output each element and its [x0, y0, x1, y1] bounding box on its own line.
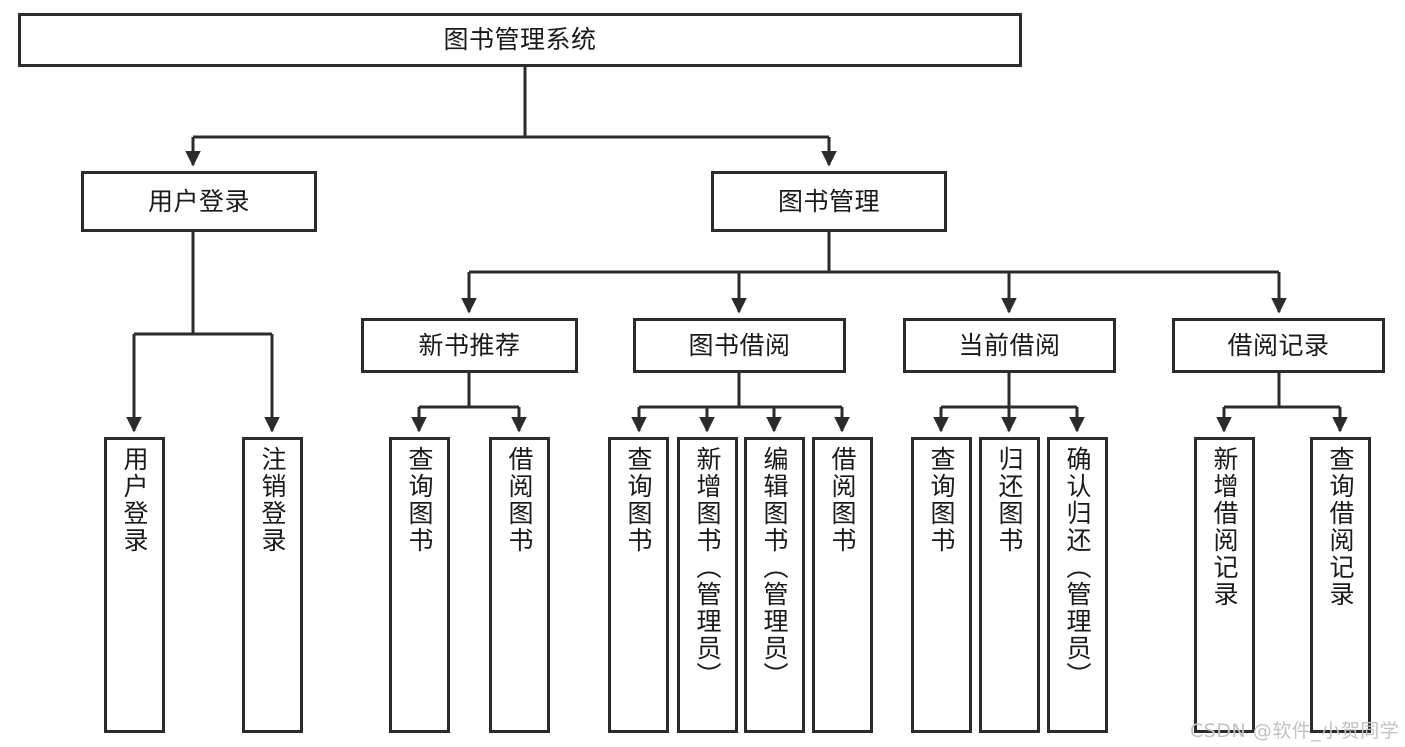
node-current-borrow[interactable]: 当前借阅	[903, 318, 1116, 373]
node-root-label: 图书管理系统	[443, 25, 597, 55]
leaf-edit-book-label: 编辑图书（管理员）	[760, 446, 789, 689]
leaf-logout[interactable]: 注销登录	[242, 437, 303, 733]
node-current-borrow-label: 当前借阅	[958, 330, 1061, 360]
leaf-borrow-book-2[interactable]: 借阅图书	[812, 437, 873, 733]
leaf-user-login-label: 用户登录	[120, 446, 149, 554]
leaf-borrow-book-1[interactable]: 借阅图书	[489, 437, 550, 733]
leaf-query-book-2[interactable]: 查询图书	[608, 437, 669, 733]
leaf-query-record-label: 查询借阅记录	[1326, 446, 1355, 608]
node-book-manage-label: 图书管理	[777, 186, 880, 216]
node-root[interactable]: 图书管理系统	[18, 13, 1022, 67]
node-book-borrow[interactable]: 图书借阅	[633, 318, 846, 373]
leaf-borrow-book-1-label: 借阅图书	[505, 446, 534, 554]
node-borrow-record[interactable]: 借阅记录	[1172, 318, 1385, 373]
leaf-add-book-label: 新增图书（管理员）	[693, 446, 722, 689]
leaf-add-record-label: 新增借阅记录	[1210, 446, 1239, 608]
leaf-query-book-3[interactable]: 查询图书	[911, 437, 972, 733]
node-new-book-rec-label: 新书推荐	[418, 330, 521, 360]
leaf-add-record[interactable]: 新增借阅记录	[1194, 437, 1255, 733]
node-borrow-record-label: 借阅记录	[1227, 330, 1330, 360]
leaf-edit-book[interactable]: 编辑图书（管理员）	[744, 437, 805, 733]
leaf-logout-label: 注销登录	[258, 446, 287, 554]
leaf-query-book-1-label: 查询图书	[405, 446, 434, 554]
leaf-return-book-label: 归还图书	[995, 446, 1024, 554]
leaf-query-book-1[interactable]: 查询图书	[389, 437, 450, 733]
leaf-query-record[interactable]: 查询借阅记录	[1310, 437, 1371, 733]
node-book-borrow-label: 图书借阅	[688, 330, 791, 360]
node-user-login[interactable]: 用户登录	[81, 171, 317, 232]
node-new-book-rec[interactable]: 新书推荐	[361, 318, 578, 373]
leaf-user-login[interactable]: 用户登录	[104, 437, 165, 733]
leaf-add-book[interactable]: 新增图书（管理员）	[677, 437, 738, 733]
node-user-login-label: 用户登录	[147, 186, 250, 216]
leaf-query-book-3-label: 查询图书	[927, 446, 956, 554]
leaf-confirm-return-label: 确认归还（管理员）	[1063, 446, 1092, 689]
leaf-return-book[interactable]: 归还图书	[979, 437, 1040, 733]
leaf-confirm-return[interactable]: 确认归还（管理员）	[1047, 437, 1108, 733]
leaf-query-book-2-label: 查询图书	[624, 446, 653, 554]
leaf-borrow-book-2-label: 借阅图书	[828, 446, 857, 554]
csdn-watermark: CSDN @软件_小贺同学	[1190, 720, 1400, 742]
node-book-manage[interactable]: 图书管理	[711, 171, 947, 232]
